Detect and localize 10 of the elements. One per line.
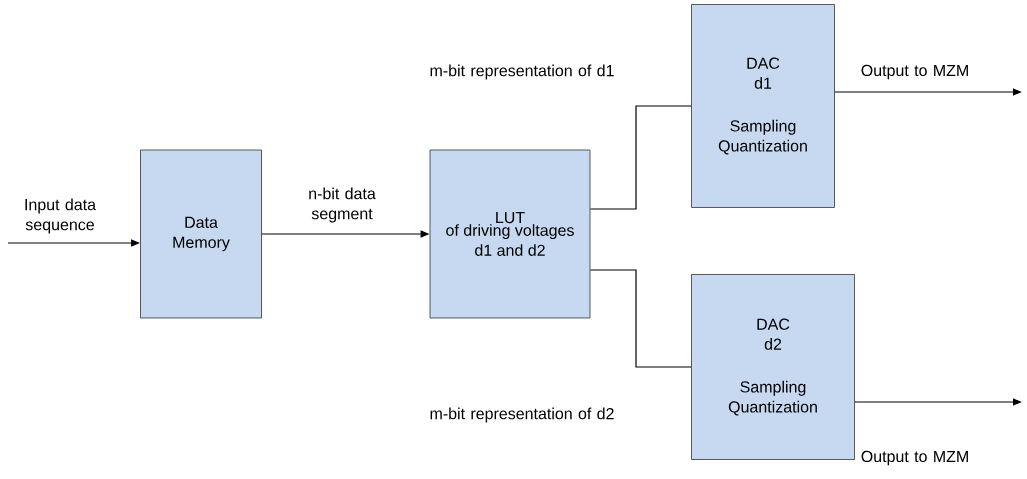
- edge-label: m-bit representation of d1: [430, 64, 614, 80]
- block-box: LUT of driving voltages d1 and d2: [429, 149, 591, 319]
- block-box: Data Memory: [140, 149, 262, 319]
- block-box: DAC d1 Sampling Quantization: [691, 4, 835, 208]
- edge-label: m-bit representation of d2: [430, 407, 614, 423]
- edge-label: Input data sequence: [25, 198, 96, 234]
- edge-label: n-bit data segment: [309, 187, 376, 223]
- edge-label: Output to MZM: [861, 64, 968, 80]
- block-box: DAC d2 Sampling Quantization: [691, 274, 855, 460]
- edge-label: Output to MZM: [861, 450, 968, 466]
